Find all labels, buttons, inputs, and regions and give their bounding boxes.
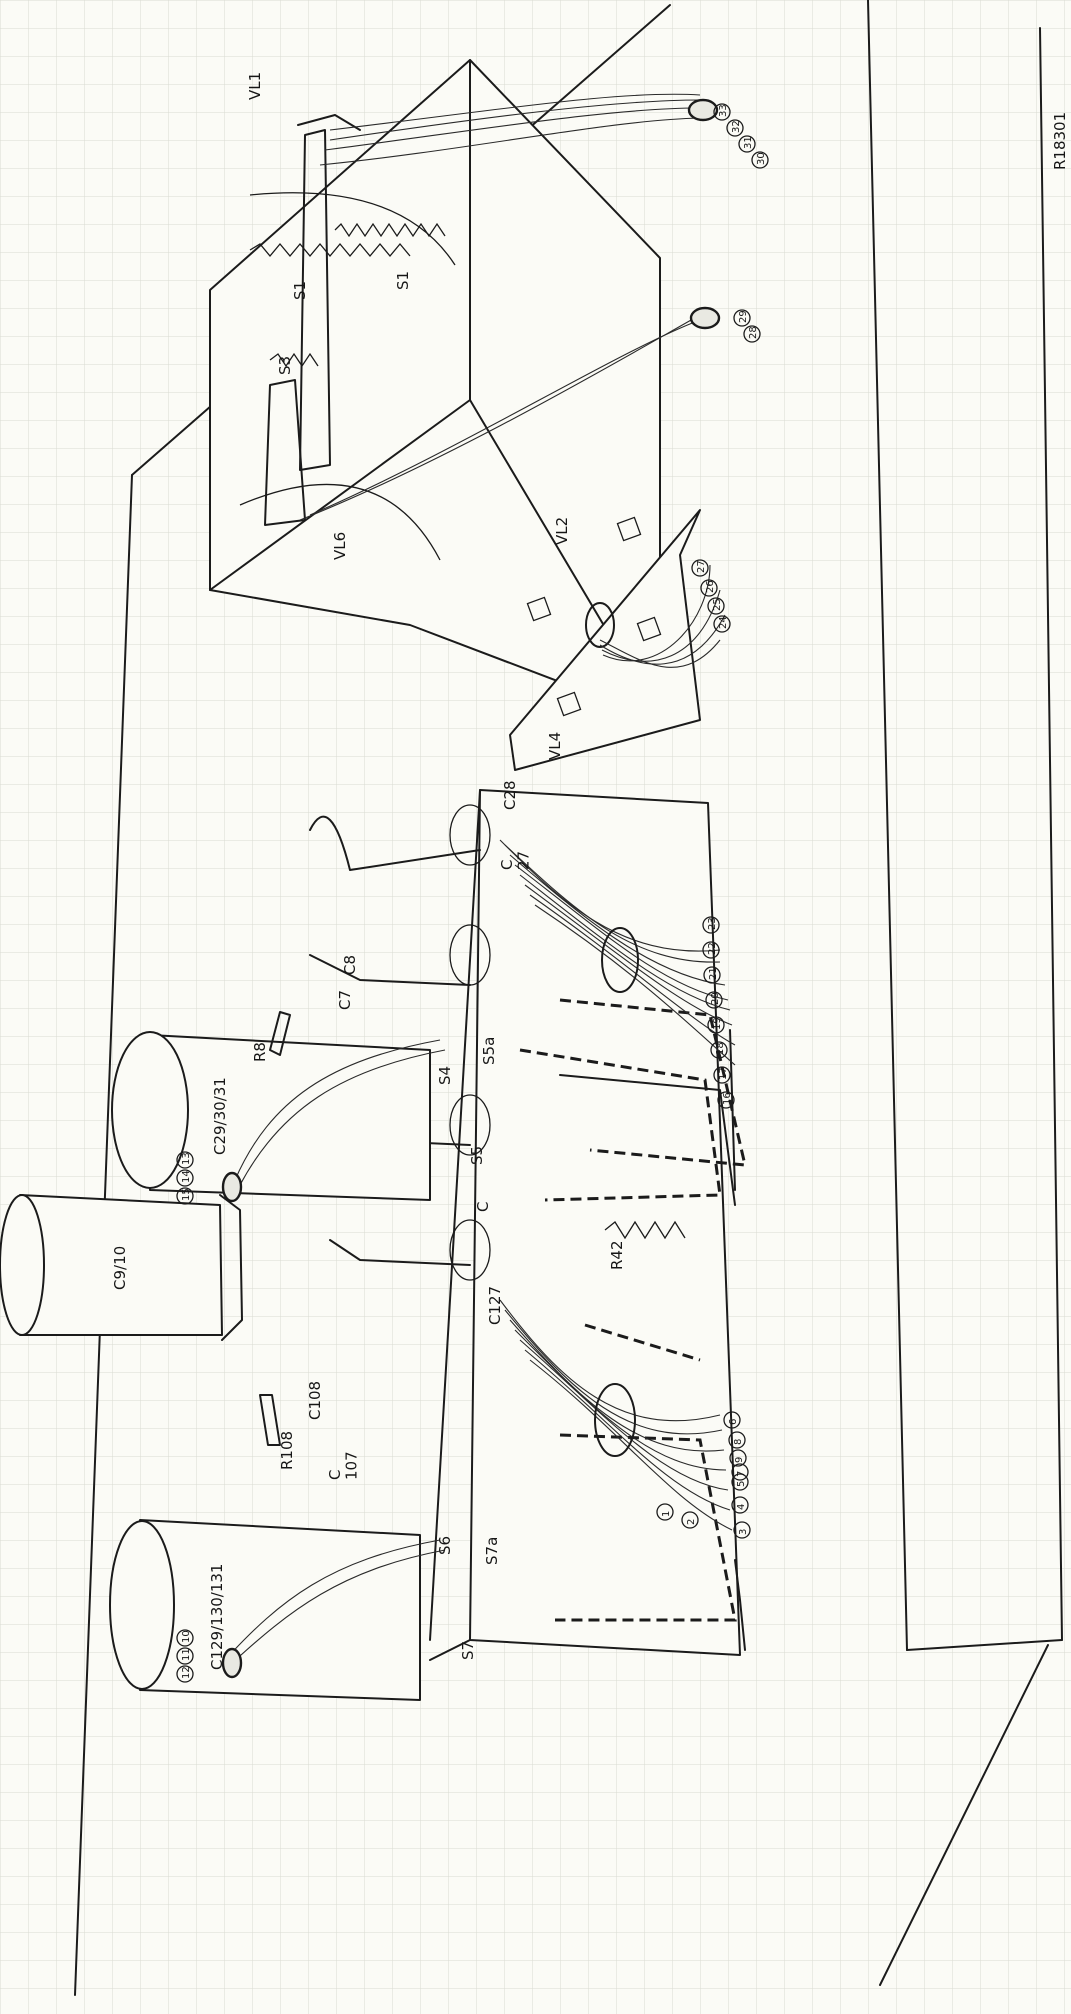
callout-numbers: 33 32 31 30 29 28 27 26 25 24 23 22 21 2… (181, 104, 767, 1679)
label-s3: S3 (276, 356, 294, 375)
label-c108: C108 (306, 1381, 324, 1420)
resistor-r42 (604, 1220, 686, 1240)
label-c8: C8 (341, 955, 359, 975)
callout-28: 28 (748, 326, 759, 339)
label-vl6: VL6 (331, 532, 349, 560)
wire-harness (224, 93, 736, 1666)
callout-30: 30 (756, 152, 767, 165)
label-c129: C129/130/131 (208, 1564, 226, 1670)
grommet-30-33 (687, 98, 719, 122)
callout-20: 20 (710, 992, 721, 1005)
callout-2: 2 (686, 1519, 697, 1525)
callout-27: 27 (696, 560, 707, 573)
grommet-13-15 (221, 1171, 243, 1203)
label-c107: C107 (326, 1451, 361, 1480)
callout-3: 3 (738, 1529, 749, 1535)
callout-22: 22 (707, 942, 718, 955)
can-c29-30-31 (111, 1031, 431, 1201)
callout-1: 1 (661, 1511, 672, 1517)
label-s1-lower: S1 (394, 271, 412, 290)
resistor-r8 (269, 1011, 291, 1056)
callout-29: 29 (738, 310, 749, 323)
callout-33: 33 (718, 104, 729, 117)
label-c7: C7 (336, 990, 354, 1010)
callout-32: 32 (731, 120, 742, 133)
label-vl1: VL1 (246, 72, 264, 100)
grommet-28-29 (689, 306, 721, 330)
callout-markers (176, 103, 769, 1683)
callout-13: 13 (181, 1152, 192, 1165)
label-c28: C28 (501, 780, 519, 810)
callout-24: 24 (718, 616, 729, 629)
callout-16: 16 (722, 1092, 733, 1105)
callout-4: 4 (736, 1504, 747, 1510)
grommet-10-12 (221, 1647, 243, 1679)
drawing-number: R18301 (1051, 112, 1069, 170)
callout-11: 11 (181, 1648, 192, 1661)
callout-26: 26 (705, 580, 716, 593)
label-s5a: S5a (480, 1037, 498, 1065)
grommet-16-23 (601, 927, 639, 993)
resistor-r108 (259, 1394, 281, 1446)
label-s1-top: S1 (291, 281, 309, 300)
grommet-1-9 (594, 1383, 636, 1457)
label-c127: C127 (486, 1286, 504, 1325)
callout-25: 25 (712, 598, 723, 611)
label-s6: S6 (436, 1536, 454, 1555)
callout-31: 31 (743, 136, 754, 149)
callout-5: 5 (736, 1481, 747, 1487)
vl2-vl4-socket-board (509, 509, 701, 771)
label-vl4: VL4 (546, 732, 564, 760)
label-vl2: VL2 (553, 517, 571, 545)
callout-15: 15 (181, 1188, 192, 1201)
callout-23: 23 (707, 917, 718, 930)
callout-6: 6 (728, 1419, 739, 1425)
label-r42: R42 (608, 1240, 626, 1270)
callout-9: 9 (734, 1457, 745, 1463)
callout-19: 19 (712, 1017, 723, 1030)
label-c126: C (474, 1202, 492, 1212)
label-s7a: S7a (483, 1537, 501, 1565)
label-r8: R8 (251, 1042, 269, 1062)
callout-18: 18 (715, 1042, 726, 1055)
label-c29: C29/30/31 (211, 1077, 229, 1155)
callout-10: 10 (181, 1630, 192, 1643)
label-c27: C27 (498, 851, 533, 870)
can-c9-10 (0, 1194, 243, 1341)
callout-17: 17 (718, 1067, 729, 1080)
callout-8: 8 (733, 1439, 744, 1445)
label-s5: S5 (468, 1146, 486, 1165)
label-r108: R108 (278, 1431, 296, 1470)
callout-12: 12 (181, 1666, 192, 1679)
label-c9: C9/10 (111, 1246, 129, 1290)
lower-chassis-bracket (429, 789, 747, 1661)
component-labels: VL1 S1 S1 S3 VL6 VL2 VL4 C28 C27 C29/30/… (111, 72, 1069, 1670)
can-c129-130-131 (109, 1519, 421, 1701)
callout-21: 21 (708, 967, 719, 980)
label-s4: S4 (436, 1066, 454, 1085)
callout-7: 7 (736, 1471, 747, 1477)
label-s7: S7 (459, 1641, 477, 1660)
callout-14: 14 (181, 1170, 192, 1183)
